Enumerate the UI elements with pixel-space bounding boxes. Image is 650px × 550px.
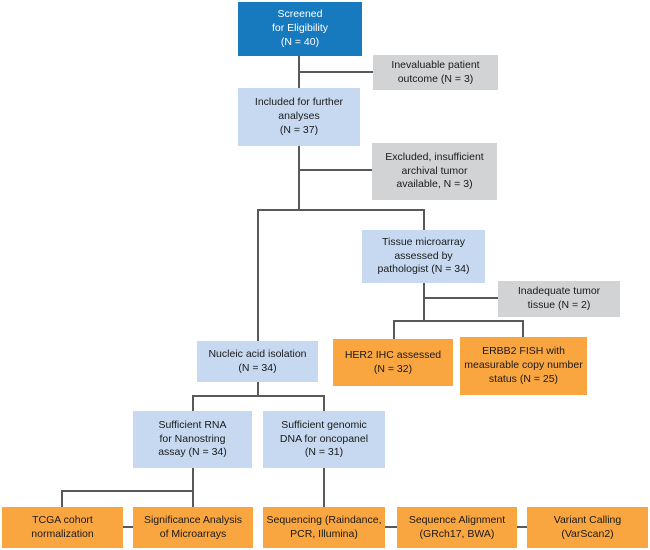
flow-box-screened-label: Screened for Eligibility (N = 40): [271, 8, 329, 48]
flow-box-tcga-label: TCGA cohort normalization: [31, 513, 94, 540]
connector-split-ihc-fish: [393, 320, 524, 322]
flow-box-sufficient-dna-label: Sufficient genomic DNA for oncopanel (N …: [279, 418, 369, 459]
connector-to-dna: [323, 395, 325, 412]
flow-box-significance-analysis: Significance Analysis of Microarrays: [133, 507, 253, 548]
connector-split-rna-dna: [192, 395, 325, 397]
flow-box-sufficient-dna: Sufficient genomic DNA for oncopanel (N …: [263, 411, 385, 468]
flow-box-nucleic-acid: Nucleic acid isolation (N = 34): [197, 341, 318, 382]
connector-to-tma: [423, 209, 425, 231]
flow-box-excluded-label: Excluded, insufficient archival tumor av…: [385, 150, 484, 191]
connector-to-her2: [393, 320, 395, 340]
connector-to-excluded: [298, 169, 372, 171]
connector-to-tcga: [61, 490, 63, 508]
connector-to-rna: [192, 395, 194, 412]
connector-rna-down: [192, 468, 194, 492]
flow-box-erbb2-fish: ERBB2 FISH with measurable copy number s…: [460, 337, 587, 395]
flow-box-included-label: Included for further analyses (N = 37): [254, 96, 344, 136]
connector-alignment-variant: [517, 526, 527, 528]
flow-box-her2-ihc-label: HER2 IHC assessed (N = 32): [344, 348, 442, 375]
flow-box-tcga: TCGA cohort normalization: [2, 507, 123, 548]
flow-box-significance-analysis-label: Significance Analysis of Microarrays: [143, 513, 243, 540]
flow-box-sufficient-rna-label: Sufficient RNA for Nanostring assay (N =…: [158, 418, 227, 459]
connector-dna-sequencing: [323, 468, 325, 508]
connector-to-sam: [192, 490, 194, 508]
flow-box-inevaluable-label: Inevaluable patient outcome (N = 3): [391, 58, 480, 85]
connector-to-inadequate: [424, 297, 498, 299]
flow-box-inadequate-label: Inadequate tumor tissue (N = 2): [517, 285, 601, 311]
connector-nucleic-down: [257, 382, 259, 397]
flow-box-her2-ihc: HER2 IHC assessed (N = 32): [333, 339, 453, 386]
connector-to-inevaluable: [298, 71, 373, 73]
flow-box-variant-calling-label: Variant Calling (VarScan2): [553, 513, 622, 540]
flow-box-screened: Screened for Eligibility (N = 40): [238, 2, 362, 56]
flow-box-nucleic-acid-label: Nucleic acid isolation (N = 34): [208, 347, 307, 374]
flow-box-inevaluable: Inevaluable patient outcome (N = 3): [373, 55, 498, 90]
connector-split-tcga-sam: [62, 490, 194, 492]
flow-box-variant-calling: Variant Calling (VarScan2): [527, 507, 648, 548]
connector-to-erbb2: [522, 320, 524, 338]
connector-included-down: [298, 146, 300, 211]
flow-box-sequencing: Sequencing (Raindance, PCR, Illumina): [263, 507, 385, 548]
flow-box-tissue-microarray-label: Tissue microarray assessed by pathologis…: [377, 235, 470, 276]
flow-box-included: Included for further analyses (N = 37): [238, 88, 360, 146]
flow-box-sequence-alignment-label: Sequence Alignment (GRch17, BWA): [408, 513, 506, 540]
flow-box-tissue-microarray: Tissue microarray assessed by pathologis…: [362, 230, 485, 283]
flow-box-sequence-alignment: Sequence Alignment (GRch17, BWA): [397, 507, 517, 548]
flow-box-sufficient-rna: Sufficient RNA for Nanostring assay (N =…: [133, 411, 252, 468]
flow-box-sequencing-label: Sequencing (Raindance, PCR, Illumina): [266, 513, 382, 540]
connector-split-main: [257, 209, 425, 211]
connector-to-nucleic: [257, 209, 259, 342]
connector-tma-down: [423, 283, 425, 322]
connector-tcga-sam-horizontal: [123, 526, 133, 528]
connector-sequencing-alignment: [385, 526, 397, 528]
flow-box-excluded: Excluded, insufficient archival tumor av…: [372, 143, 497, 200]
flow-box-erbb2-fish-label: ERBB2 FISH with measurable copy number s…: [464, 345, 583, 385]
flow-box-inadequate: Inadequate tumor tissue (N = 2): [498, 281, 620, 317]
